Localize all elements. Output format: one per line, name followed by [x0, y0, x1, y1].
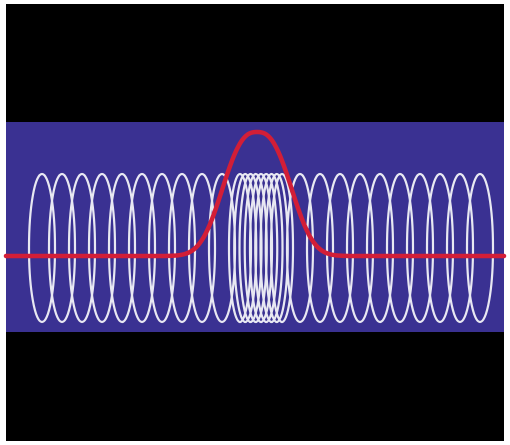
coil-loop [445, 172, 475, 324]
coil-loop [147, 172, 177, 324]
coil-loop [107, 172, 137, 324]
coil-loop [345, 172, 375, 324]
coil-loop [47, 172, 77, 324]
coil-loop [465, 172, 495, 324]
coil-loop [425, 172, 455, 324]
coil-loop [67, 172, 97, 324]
coil-loop [27, 172, 57, 324]
coil-compressed-section [227, 172, 295, 324]
coil-loop-compressed [269, 172, 295, 324]
pulse-curve [3, 129, 507, 259]
coil-loop [285, 172, 315, 324]
coil-loop [405, 172, 435, 324]
coil-loop-compressed [254, 172, 279, 324]
coil-right-section [285, 172, 495, 324]
coil-loop [325, 172, 355, 324]
coil-loop-compressed [259, 172, 284, 324]
coil-loop [87, 172, 117, 324]
coil-loop [305, 172, 335, 324]
coil-loop [385, 172, 415, 324]
coil-left-section [27, 172, 237, 324]
coil-loop [187, 172, 217, 324]
coil-loop [127, 172, 157, 324]
coil-loop [365, 172, 395, 324]
